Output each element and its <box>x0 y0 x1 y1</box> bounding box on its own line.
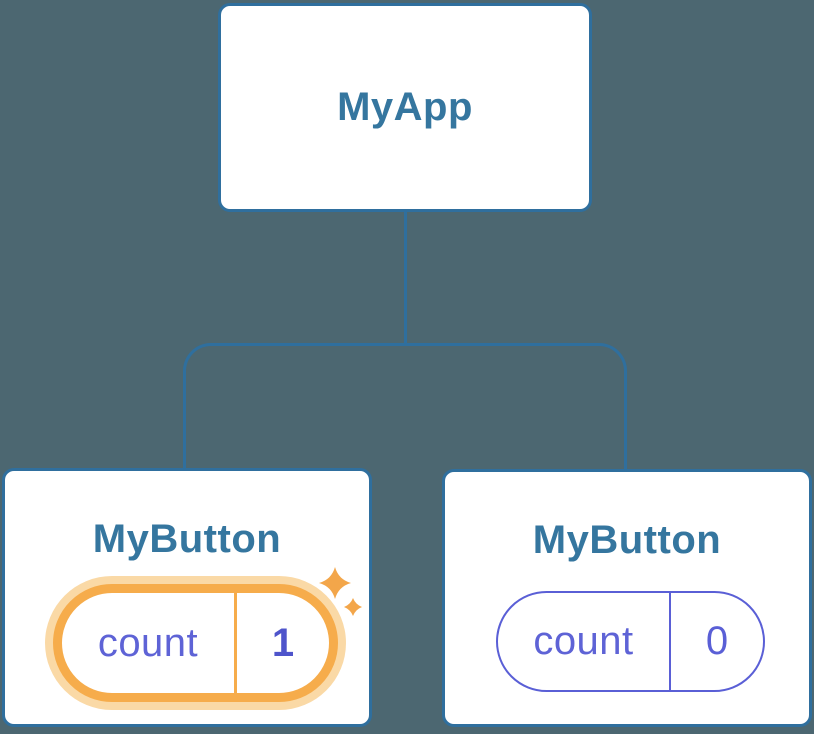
node-mybutton-updated: MyButton count 1 <box>2 468 372 727</box>
node-myapp-label: MyApp <box>337 85 473 129</box>
sparkles-icon <box>319 567 362 616</box>
state-value: 0 <box>705 619 729 663</box>
node-myapp: MyApp <box>218 3 592 212</box>
state-value-cell: 0 <box>671 593 763 690</box>
connector-stem <box>404 210 407 346</box>
state-name-label: count <box>97 620 199 665</box>
node-mybutton-default-label: MyButton <box>532 518 722 562</box>
state-pill-default: count 0 <box>496 591 765 692</box>
node-mybutton-updated-label: MyButton <box>92 517 282 561</box>
state-value: 1 <box>271 620 295 665</box>
state-name-label: count <box>533 619 634 663</box>
state-value-cell: 1 <box>237 593 329 693</box>
state-pill-highlighted: count 1 <box>53 584 338 702</box>
state-name-cell: count <box>498 593 671 690</box>
connector-branch <box>183 343 627 469</box>
node-mybutton-default: MyButton count 0 <box>442 469 812 727</box>
state-name-cell: count <box>62 593 237 693</box>
